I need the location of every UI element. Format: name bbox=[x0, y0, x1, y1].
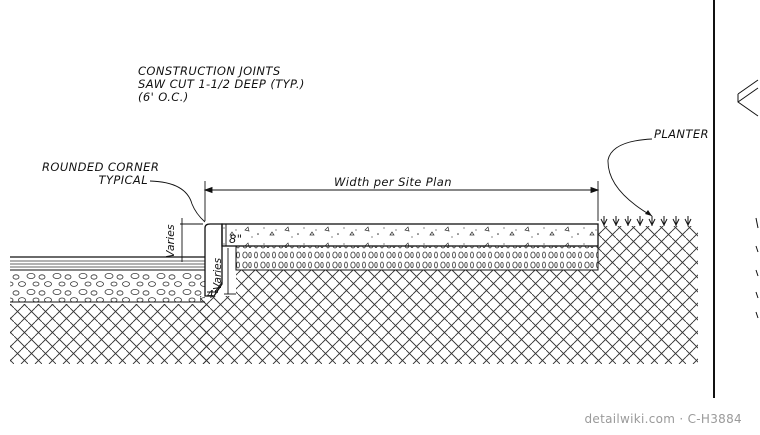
rounded-corner-note: ROUNDED CORNER TYPICAL bbox=[42, 160, 160, 187]
varies-upper-dimension bbox=[180, 218, 203, 262]
construction-joints-line3: (6' O.C.) bbox=[138, 90, 189, 104]
existing-pavement bbox=[10, 256, 205, 303]
planter-plants bbox=[600, 216, 692, 227]
rounded-corner-line2: TYPICAL bbox=[98, 173, 148, 187]
base-offset-label: 4" bbox=[207, 289, 220, 301]
adjacent-detail-fragment bbox=[737, 79, 759, 319]
rounded-corner-line1: ROUNDED CORNER bbox=[42, 160, 160, 174]
aggregate-base bbox=[235, 245, 599, 271]
construction-joints-line2: SAW CUT 1-1/2 DEEP (TYP.) bbox=[138, 77, 305, 91]
varies-upper-label: Varies bbox=[164, 224, 177, 258]
varies-lower-label: Varies bbox=[212, 257, 224, 290]
varies-lower-dimension bbox=[224, 248, 236, 295]
construction-joints-line1: CONSTRUCTION JOINTS bbox=[138, 64, 281, 78]
subgrade-hatch bbox=[10, 226, 698, 364]
planter-leader-arrow bbox=[645, 210, 652, 216]
width-dimension-line bbox=[203, 181, 600, 221]
rounded-corner-leader bbox=[149, 180, 206, 223]
curb bbox=[204, 223, 223, 297]
construction-joints-note: CONSTRUCTION JOINTS SAW CUT 1-1/2 DEEP (… bbox=[138, 65, 305, 104]
credit-watermark: detailwiki.com · C-H3884 bbox=[584, 412, 742, 426]
concrete-slab bbox=[221, 223, 599, 247]
slab-thickness-label: 8" bbox=[229, 232, 243, 246]
planter-label: PLANTER bbox=[654, 127, 709, 141]
width-dimension-label: Width per Site Plan bbox=[334, 175, 452, 189]
planter-leader bbox=[607, 138, 653, 217]
